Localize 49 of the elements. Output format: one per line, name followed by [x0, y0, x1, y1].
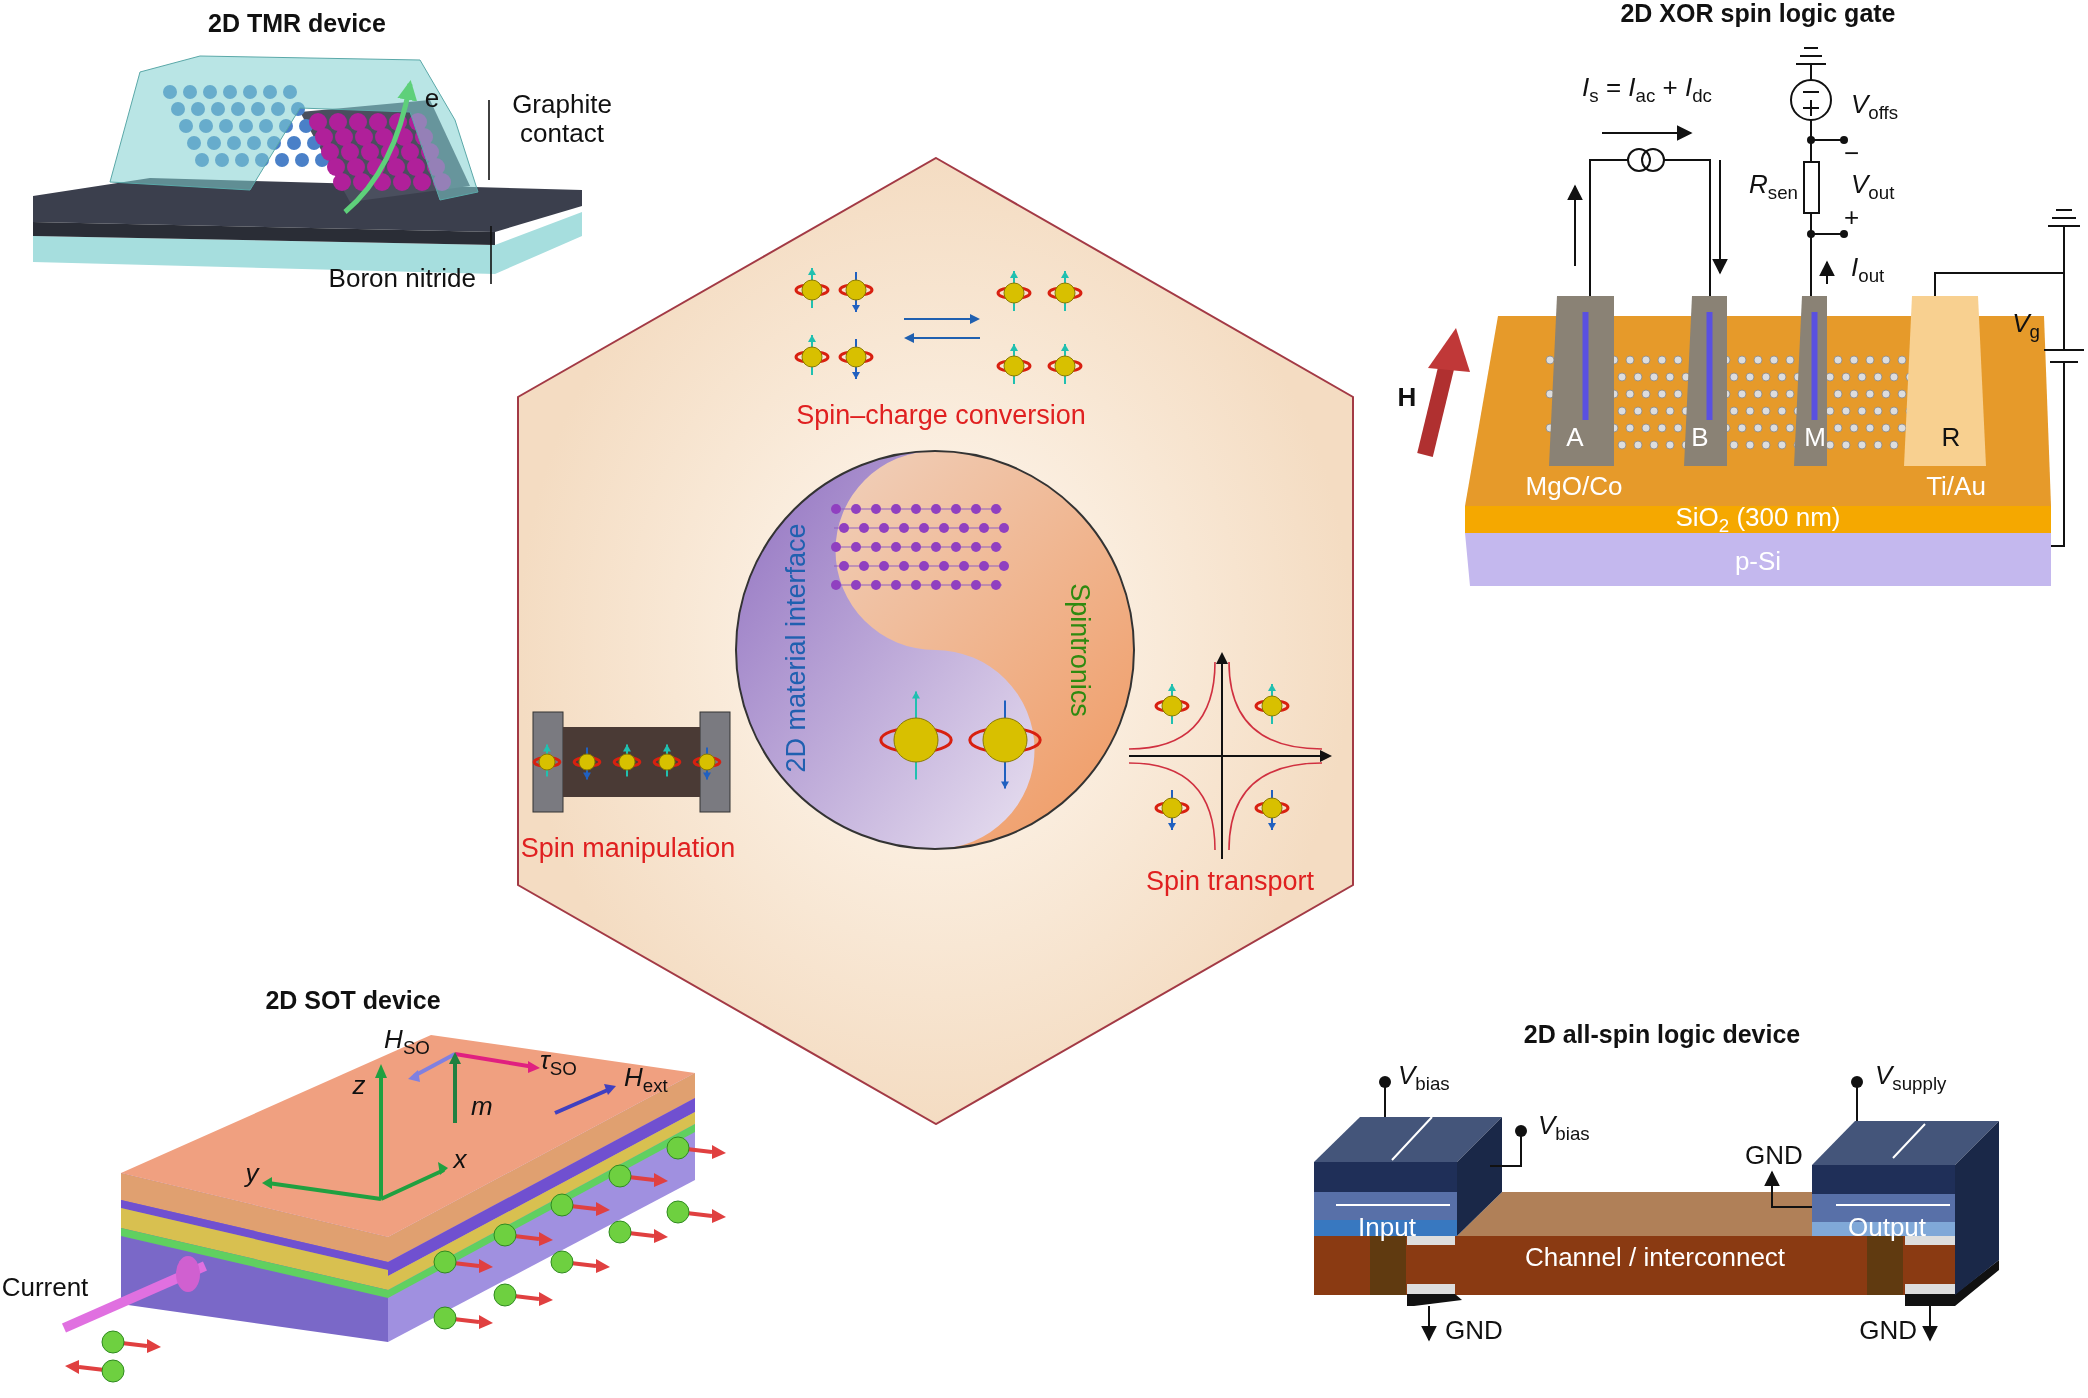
- axis-label: z: [352, 1070, 366, 1100]
- callout-text: Boron nitride: [296, 264, 476, 293]
- axis-label: y: [245, 1158, 259, 1188]
- electrode-label: A: [1566, 422, 1584, 452]
- panel-title: 2D all-spin logic device: [1523, 1021, 1801, 1049]
- torque-label: τ$_{SO}$: [540, 1046, 577, 1080]
- panel-title: 2D TMR device: [208, 10, 386, 38]
- panel-label: Spin manipulation: [520, 832, 736, 864]
- electron-label: e: [424, 83, 440, 113]
- panel-label: Spin transport: [1145, 865, 1315, 897]
- material-label: Ti/Au: [1926, 471, 1986, 501]
- material-label: MgO/Co: [1525, 471, 1623, 501]
- resistor-label: R$_{sen}$: [1749, 170, 1798, 204]
- field-label: H: [1397, 382, 1417, 412]
- voltage-label: V$_{bias}$: [1538, 1111, 1590, 1145]
- electrode-label: R: [1941, 422, 1961, 452]
- panel-label: Spin–charge conversion: [796, 399, 1086, 431]
- voltage-label: V$_{offs}$: [1851, 90, 1899, 124]
- voltage-label: V$_{supply}$: [1875, 1061, 1947, 1095]
- yin-yang-circle: [734, 449, 1136, 851]
- polarity-sign: +: [1844, 202, 1860, 232]
- circle-label: 2D material interface: [780, 523, 812, 773]
- field-label: H$_{SO}$: [384, 1025, 430, 1059]
- electrode-label: B: [1691, 422, 1709, 452]
- voltage-label: V$_{g}$: [2012, 309, 2040, 343]
- electrode-label: M: [1804, 422, 1826, 452]
- channel-label: Channel / interconnect: [1524, 1242, 1786, 1272]
- current-label: Current: [1, 1272, 89, 1302]
- panel-title: 2D SOT device: [265, 987, 441, 1015]
- polarity-sign: −: [1844, 138, 1860, 168]
- magnet-label: Input: [1358, 1212, 1416, 1242]
- callout-text: Graphite contact: [497, 90, 627, 148]
- ground-label: GND: [1745, 1140, 1803, 1170]
- field-label: H$_{ext}$: [624, 1063, 668, 1097]
- hexagon-panel: [517, 157, 1354, 1125]
- formula-label: I$_{s}$ = I$_{ac}$ + I$_{dc}$: [1582, 73, 1712, 107]
- leader-line: [488, 99, 490, 181]
- axis-label: x: [453, 1144, 467, 1174]
- ground-label: GND: [1445, 1315, 1503, 1345]
- layer-label: SiO$_{2}$ (300 nm): [1675, 503, 1841, 537]
- current-label: I$_{out}$: [1851, 253, 1885, 287]
- magnet-label: Output: [1847, 1212, 1927, 1242]
- voltage-label: V$_{bias}$: [1398, 1061, 1450, 1095]
- voltage-label: V$_{out}$: [1851, 170, 1895, 204]
- panel-title: 2D XOR spin logic gate: [1620, 0, 1896, 28]
- magnetization-label: m: [471, 1091, 493, 1121]
- circle-label: Spintronics: [1063, 583, 1095, 717]
- layer-label: p-Si: [1734, 546, 1782, 576]
- ground-label: GND: [1859, 1315, 1917, 1345]
